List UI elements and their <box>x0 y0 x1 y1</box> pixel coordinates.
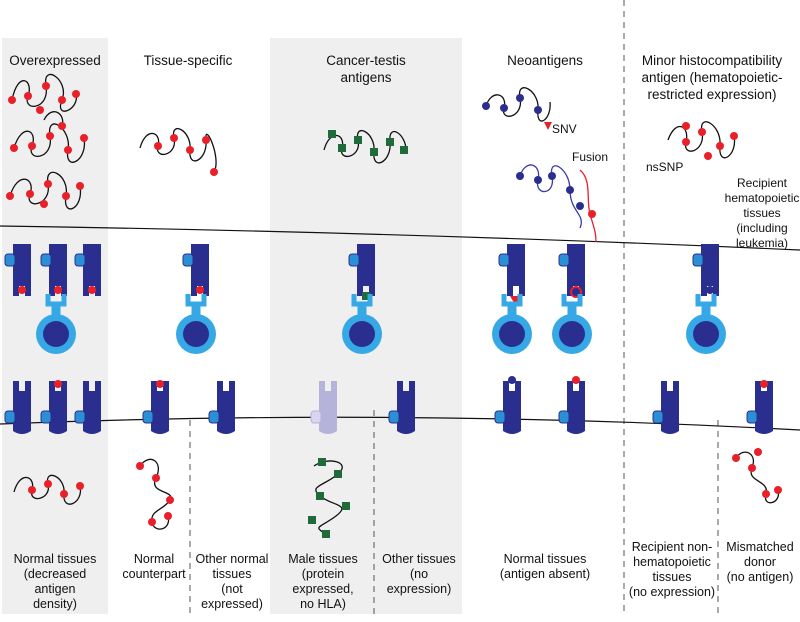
neoantigen-normal-hla-1 <box>494 380 522 435</box>
minor-histocompatibility-t-cell <box>686 294 726 354</box>
neoantigen-t-cell-2 <box>552 294 592 354</box>
neoantigen-normal-hla-2 <box>558 380 586 435</box>
neoantigen-snv-protein <box>482 87 552 130</box>
tissue-specific-normal-protein <box>136 458 174 530</box>
fusion-label: Fusion <box>572 150 609 164</box>
column-title-tissue-specific: Tissue-specific <box>143 53 233 68</box>
neoantigen-t-cell-1 <box>492 294 532 354</box>
tumor-cell-membrane <box>0 225 800 251</box>
minor-histocompatibility-donor-protein <box>732 448 782 504</box>
column-title-neoantigens: Neoantigens <box>507 53 583 68</box>
column-title-overexpressed: Overexpressed <box>9 53 101 68</box>
column-title-minor-histocompatibility: Minor histocompatibility antigen (hemato… <box>641 53 783 102</box>
bottom-label-other-tissues: Other tissues (no expression) <box>382 552 456 596</box>
overexpressed-tumor-hla <box>4 243 102 297</box>
bottom-label-male-tissues: Male tissues (protein expressed, no HLA) <box>288 552 358 611</box>
bottom-label-normal-tissues-decreased: Normal tissues (decreased antigen densit… <box>13 552 97 611</box>
minor-histocompatibility-presented <box>706 286 714 294</box>
neoantigen-normal-peptide-1 <box>508 376 516 384</box>
bottom-label-recipient-non-hematopoietic: Recipient non- hematopoietic tissues (no… <box>628 540 716 599</box>
snv-label: SNV <box>552 122 577 136</box>
tissue-specific-protein <box>139 127 218 176</box>
neoantigen-normal-peptide-2 <box>572 376 580 384</box>
column-title-cancer-testis: Cancer-testis antigens <box>326 53 406 85</box>
bottom-label-normal-counterpart: Normal counterpart <box>122 552 186 581</box>
tissue-specific-normal-hla <box>142 380 170 435</box>
bottom-label-other-normal-tissues: Other normal tissues (not expressed) <box>195 552 269 611</box>
tissue-specific-other-hla <box>208 380 236 435</box>
nssnp-label: nsSNP <box>646 160 684 174</box>
neoantigen-fusion-protein <box>516 164 597 243</box>
minor-histocompatibility-donor-hla <box>746 380 774 435</box>
cancer-testis-normal-protein <box>308 458 350 538</box>
bottom-label-antigen-absent: Normal tissues (antigen absent) <box>499 552 591 581</box>
neoantigen-tumor-hla-1 <box>498 243 526 297</box>
tissue-specific-presented-antigen <box>196 286 204 294</box>
tissue-specific-t-cell <box>176 294 216 354</box>
tissue-specific-tumor-hla <box>182 243 210 297</box>
minor-histocompatibility-donor-antigen <box>760 380 768 388</box>
minor-histocompatibility-protein <box>667 121 738 160</box>
recipient-tissues-label: Recipient hematopoietic tissues (includi… <box>724 176 800 250</box>
cancer-testis-protein <box>323 129 408 164</box>
bottom-label-mismatched-donor: Mismatched donor (no antigen) <box>726 540 794 584</box>
minor-histocompatibility-tumor-hla <box>692 243 720 297</box>
tissue-specific-normal-antigen <box>156 380 164 388</box>
minor-histocompatibility-recipient-hla <box>652 380 680 435</box>
overexpressed-normal-protein <box>13 474 84 505</box>
